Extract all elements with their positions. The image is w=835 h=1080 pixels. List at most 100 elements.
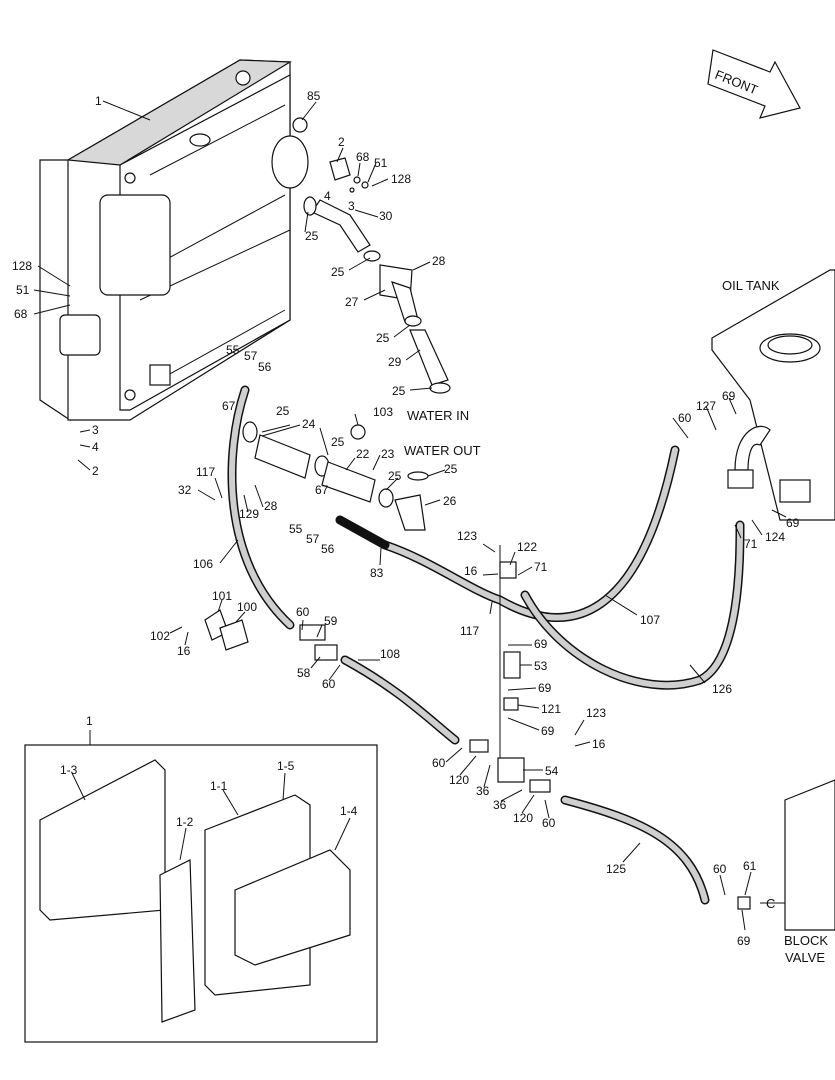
callout-25-a: 25	[305, 229, 319, 243]
callout-16-b: 16	[177, 644, 191, 658]
callout-56-a: 56	[258, 360, 272, 374]
water-out-label: WATER OUT	[404, 443, 481, 458]
callout-51-left: 51	[16, 283, 30, 297]
radiator-assembly	[39, 59, 309, 422]
callout-3-left: 3	[92, 423, 99, 437]
callout-117-b: 117	[460, 624, 479, 638]
inset-callout-1-3: 1-3	[60, 763, 78, 777]
water-out-pipes	[242, 421, 429, 531]
callout-107: 107	[640, 613, 660, 627]
callout-1: 1	[95, 94, 102, 108]
callout-55-b: 55	[289, 522, 303, 536]
callout-26: 26	[443, 494, 457, 508]
inset-callout-1-4: 1-4	[340, 804, 358, 818]
callout-69-f: 69	[737, 934, 751, 948]
callout-102: 102	[150, 629, 170, 643]
block-valve	[737, 779, 835, 931]
inset-callout-1-5: 1-5	[277, 759, 295, 773]
callout-120-b: 120	[513, 811, 533, 825]
callout-60-f: 60	[713, 862, 727, 876]
callout-29: 29	[388, 355, 402, 369]
callout-30: 30	[379, 209, 393, 223]
callout-71-b: 71	[744, 537, 758, 551]
callout-128: 128	[391, 172, 411, 186]
callout-103: 103	[373, 405, 393, 419]
callout-60-e: 60	[542, 816, 556, 830]
callout-85: 85	[307, 89, 321, 103]
callout-69-c: 69	[541, 724, 555, 738]
callout-83: 83	[370, 566, 384, 580]
callout-69-e: 69	[786, 516, 800, 530]
callout-2-left: 2	[92, 464, 99, 478]
callout-121: 121	[541, 702, 561, 716]
leader-lines	[33, 100, 787, 931]
callout-126: 126	[712, 682, 732, 696]
callout-28-b: 28	[264, 499, 278, 513]
callout-4-left: 4	[92, 440, 99, 454]
callout-106: 106	[193, 557, 213, 571]
callout-61: 61	[743, 859, 757, 873]
callout-3: 3	[348, 199, 355, 213]
callout-25-d: 25	[392, 384, 406, 398]
callout-69-d: 69	[722, 389, 736, 403]
callout-129: 129	[239, 507, 259, 521]
callout-23: 23	[381, 447, 395, 461]
callout-123-a: 123	[457, 529, 477, 543]
fittings-column	[299, 545, 551, 793]
callout-53: 53	[534, 659, 548, 673]
callout-22: 22	[356, 447, 370, 461]
inset-exploded-view	[24, 730, 378, 1043]
callout-16-a: 16	[464, 564, 478, 578]
callout-56-b: 56	[321, 542, 335, 556]
hoses	[227, 385, 745, 905]
upper-hose-chain	[292, 117, 451, 394]
callout-68: 68	[356, 150, 370, 164]
callout-120-a: 120	[449, 773, 469, 787]
callout-25-f: 25	[331, 435, 345, 449]
callout-2: 2	[338, 135, 345, 149]
callout-51: 51	[374, 156, 388, 170]
callout-69-b: 69	[538, 681, 552, 695]
inset-callout-1-1: 1-1	[210, 779, 228, 793]
callout-25-b: 25	[331, 265, 345, 279]
callout-60-a: 60	[678, 411, 692, 425]
callout-25-c: 25	[376, 331, 390, 345]
callout-69-a: 69	[534, 637, 548, 651]
callout-124: 124	[765, 530, 785, 544]
callout-71-a: 71	[534, 560, 548, 574]
callout-57-b: 57	[306, 532, 320, 546]
water-in-label: WATER IN	[407, 408, 469, 423]
front-arrow: FRONT	[707, 49, 801, 119]
callout-57-a: 57	[244, 349, 258, 363]
callout-101: 101	[212, 589, 232, 603]
callout-54: 54	[545, 764, 559, 778]
inset-callout-1: 1	[86, 714, 93, 728]
callout-24: 24	[302, 417, 316, 431]
callout-100: 100	[237, 600, 257, 614]
callout-67-a: 67	[222, 399, 236, 413]
callout-117-a: 117	[196, 465, 215, 479]
callout-60-c: 60	[322, 677, 336, 691]
callout-16-c: 16	[592, 737, 606, 751]
callout-4: 4	[324, 189, 331, 203]
callout-28-a: 28	[432, 254, 446, 268]
callout-25-h: 25	[388, 469, 402, 483]
callout-55-a: 55	[226, 343, 240, 357]
callout-59: 59	[324, 614, 338, 628]
text-labels: OIL TANK WATER IN WATER OUT BLOCK VALVE …	[404, 278, 828, 965]
oil-tank	[711, 269, 835, 521]
oil-tank-label: OIL TANK	[722, 278, 780, 293]
callout-36-b: 36	[493, 798, 507, 812]
block-label: BLOCK	[784, 933, 828, 948]
valve-label: VALVE	[785, 950, 825, 965]
brackets-100-101	[204, 609, 249, 651]
callout-60-b: 60	[296, 605, 310, 619]
port-c-label: C	[766, 896, 775, 911]
callout-60-d: 60	[432, 756, 446, 770]
callout-numbers: 1 85 2 68 51 128 4 3 30 25 25 28 27 25 2…	[12, 89, 800, 948]
callout-128-left: 128	[12, 259, 32, 273]
callout-58: 58	[297, 666, 311, 680]
callout-127: 127	[696, 399, 716, 413]
